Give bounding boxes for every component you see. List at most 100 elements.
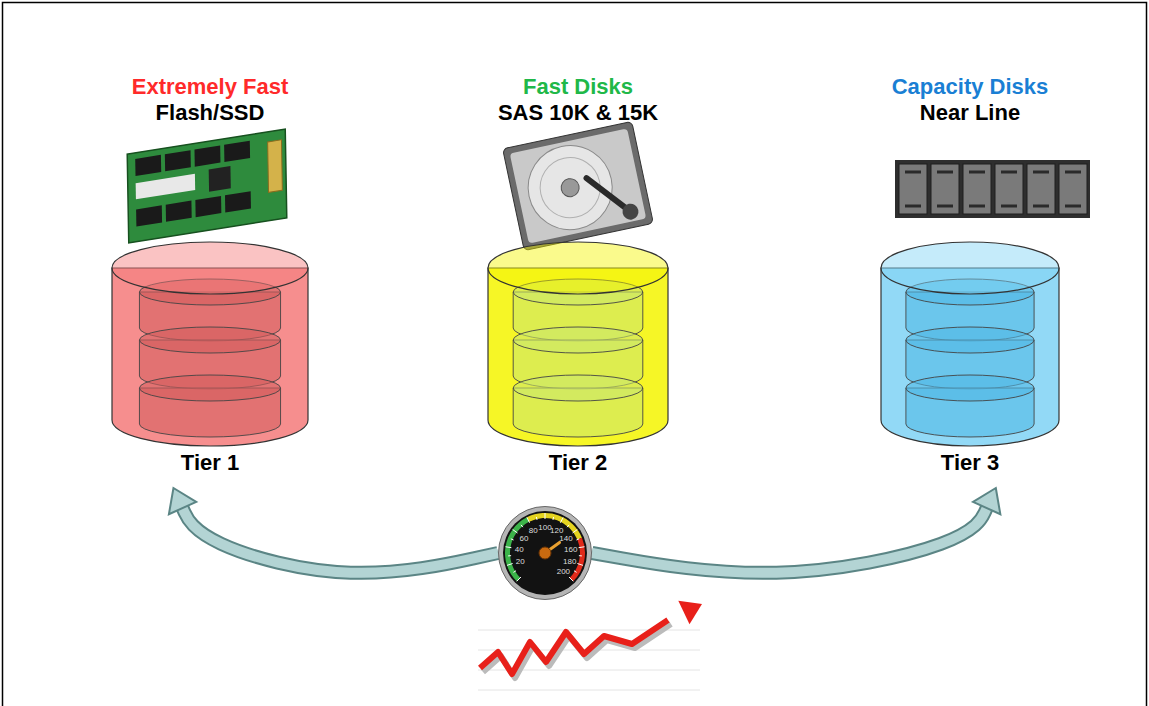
gauge-tick	[574, 571, 577, 573]
gauge-tick	[579, 546, 585, 548]
tier-label: Tier 1	[181, 450, 239, 476]
gauge-number: 40	[515, 544, 524, 553]
gauge-number: 80	[529, 525, 538, 534]
tier-heading: Capacity Disks	[892, 74, 1049, 100]
tier-subheading: Flash/SSD	[156, 100, 265, 126]
shelf-chassis	[895, 160, 1090, 218]
gauge-tick	[576, 539, 579, 540]
gauge-tick	[577, 564, 583, 566]
tier-heading: Extremely Fast	[132, 74, 289, 100]
ssd-board	[127, 129, 287, 243]
memory-chip	[136, 205, 162, 226]
gauge-band	[505, 517, 529, 581]
memory-chip	[194, 145, 220, 166]
tier-heading: Fast Disks	[523, 74, 633, 100]
gauge-tick	[505, 546, 511, 548]
gauge-tick	[545, 513, 546, 519]
trend-arrowhead	[678, 601, 702, 624]
arrow-head	[169, 488, 196, 514]
gauge-hub	[539, 547, 551, 559]
gauge-tick	[560, 517, 563, 522]
spindle	[560, 177, 581, 198]
ssd-illustration	[127, 129, 287, 243]
gauge-face	[503, 511, 587, 595]
memory-chip	[166, 201, 192, 222]
speed-gauge: 20 40 6080100120140 160 180200	[498, 506, 592, 600]
sata-connector	[268, 140, 283, 193]
memory-chip	[135, 155, 161, 176]
inner-disk-top	[513, 327, 643, 353]
gauge-number: 140	[559, 533, 572, 542]
trend-line	[480, 620, 668, 674]
inner-disk-top	[139, 375, 280, 401]
gauge-number: 100	[538, 523, 551, 532]
gauge-shape	[498, 506, 592, 600]
cylinder-body	[112, 268, 308, 446]
curved-arrow	[592, 488, 1000, 573]
arrow-head	[973, 488, 1000, 514]
curved-arrow	[169, 488, 498, 573]
tier-label: Tier 3	[941, 450, 999, 476]
cylinder-body	[488, 268, 668, 446]
cylinder-body	[881, 268, 1059, 446]
memory-chip	[225, 191, 251, 212]
gauge-tick	[513, 571, 516, 573]
tier-subheading: Near Line	[920, 100, 1020, 126]
inner-disk-top	[906, 375, 1034, 401]
cylinder-shape	[110, 240, 310, 448]
gauge-tick	[507, 564, 513, 566]
gauge-rim	[499, 507, 592, 600]
gauge-tick	[536, 517, 538, 520]
gauge-tick	[579, 555, 582, 556]
storage-tier: Fast DisksSAS 10K & 15K Tier 2	[471, 68, 686, 488]
arrow-outline	[182, 506, 498, 573]
hdd-illustration	[503, 121, 654, 250]
arrow-outline	[592, 506, 988, 573]
storage-tier: Extremely FastFlash/SSD Tier 1	[103, 68, 318, 488]
gauge-tick	[527, 517, 530, 522]
arrow-body	[182, 506, 498, 573]
storage-tier: Capacity DisksNear LineTier 3	[863, 68, 1078, 488]
gauge-tick	[508, 555, 511, 556]
gauge-number: 20	[516, 557, 525, 566]
gauge-tick	[552, 517, 554, 520]
gauge-tick	[521, 525, 523, 527]
gauge-tick	[567, 525, 569, 527]
gauge-number: 60	[520, 533, 529, 542]
gauge-tick	[511, 539, 514, 540]
gauge-band	[527, 513, 582, 540]
bay-handles	[905, 172, 1081, 206]
memory-chip	[195, 196, 221, 217]
hdd-platter	[520, 138, 620, 238]
inner-disk-top	[139, 327, 280, 353]
gauge-number: 200	[557, 567, 570, 576]
arrow-body	[592, 506, 988, 573]
controller-chip	[209, 166, 231, 192]
hdd-case	[503, 121, 654, 250]
cylinder-shape	[486, 240, 670, 448]
inner-disk-top	[513, 375, 643, 401]
memory-chip	[165, 150, 191, 171]
cylinder-shape	[879, 240, 1061, 448]
cylinder-top	[112, 242, 308, 294]
hdd-inner	[510, 129, 647, 244]
arm-pivot	[621, 202, 640, 221]
gauge-number: 180	[563, 557, 576, 566]
cylinder-top	[488, 242, 668, 294]
cylinder-top	[881, 242, 1059, 294]
trend-chart-illustration	[478, 601, 702, 690]
gauge-tick	[569, 577, 573, 581]
tier-subheading: SAS 10K & 15K	[498, 100, 658, 126]
gauge-number: 120	[550, 525, 563, 534]
gauge-tick	[517, 577, 521, 581]
gauge-number: 160	[564, 544, 577, 553]
disk-shelf-illustration	[895, 160, 1090, 218]
gauge-tick	[513, 529, 518, 533]
board-label	[136, 174, 196, 200]
inner-disk-top	[906, 327, 1034, 353]
tier-label: Tier 2	[549, 450, 607, 476]
memory-chip	[224, 141, 250, 162]
frame-border	[3, 3, 1147, 706]
